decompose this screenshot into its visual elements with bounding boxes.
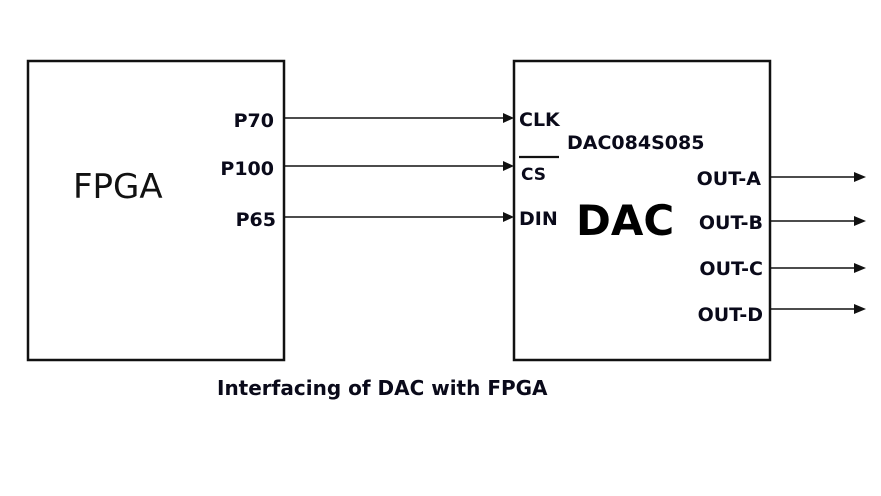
fpga-title: FPGA [73,167,163,207]
arrow-head-icon [503,113,514,123]
dac-pin-out-d: OUT-D [698,304,763,326]
dac-block: CLK CS DIN DAC084S085 DAC OUT-A OUT-B OU… [512,59,772,362]
dac-pin-cs: CS [521,165,546,185]
fpga-pin-p100: P100 [220,158,274,180]
dac-pin-din: DIN [519,208,558,230]
input-wires [284,113,514,222]
wire-p65-din [284,212,514,222]
arrow-head-icon [854,263,866,273]
arrow-head-icon [854,216,866,226]
wire-out-a [770,172,866,182]
wire-out-b [770,216,866,226]
dac-pin-out-b: OUT-B [699,212,763,234]
arrow-head-icon [503,212,514,222]
diagram-caption: Interfacing of DAC with FPGA [217,376,548,400]
fpga-block: FPGA P70 P100 P65 [26,59,286,362]
output-wires [770,172,866,314]
fpga-box [26,59,286,362]
dac-part-number: DAC084S085 [567,132,704,154]
arrow-head-icon [854,172,866,182]
wire-p100-cs [284,161,514,171]
arrow-head-icon [503,161,514,171]
wire-out-d [770,304,866,314]
wire-out-c [770,263,866,273]
dac-pin-clk: CLK [519,109,561,131]
dac-pin-out-a: OUT-A [697,168,762,190]
dac-title: DAC [576,196,674,245]
fpga-pin-p70: P70 [234,110,274,132]
fpga-pin-p65: P65 [236,209,276,231]
arrow-head-icon [854,304,866,314]
dac-box [512,59,772,362]
wire-p70-clk [284,113,514,123]
dac-pin-out-c: OUT-C [699,258,763,280]
